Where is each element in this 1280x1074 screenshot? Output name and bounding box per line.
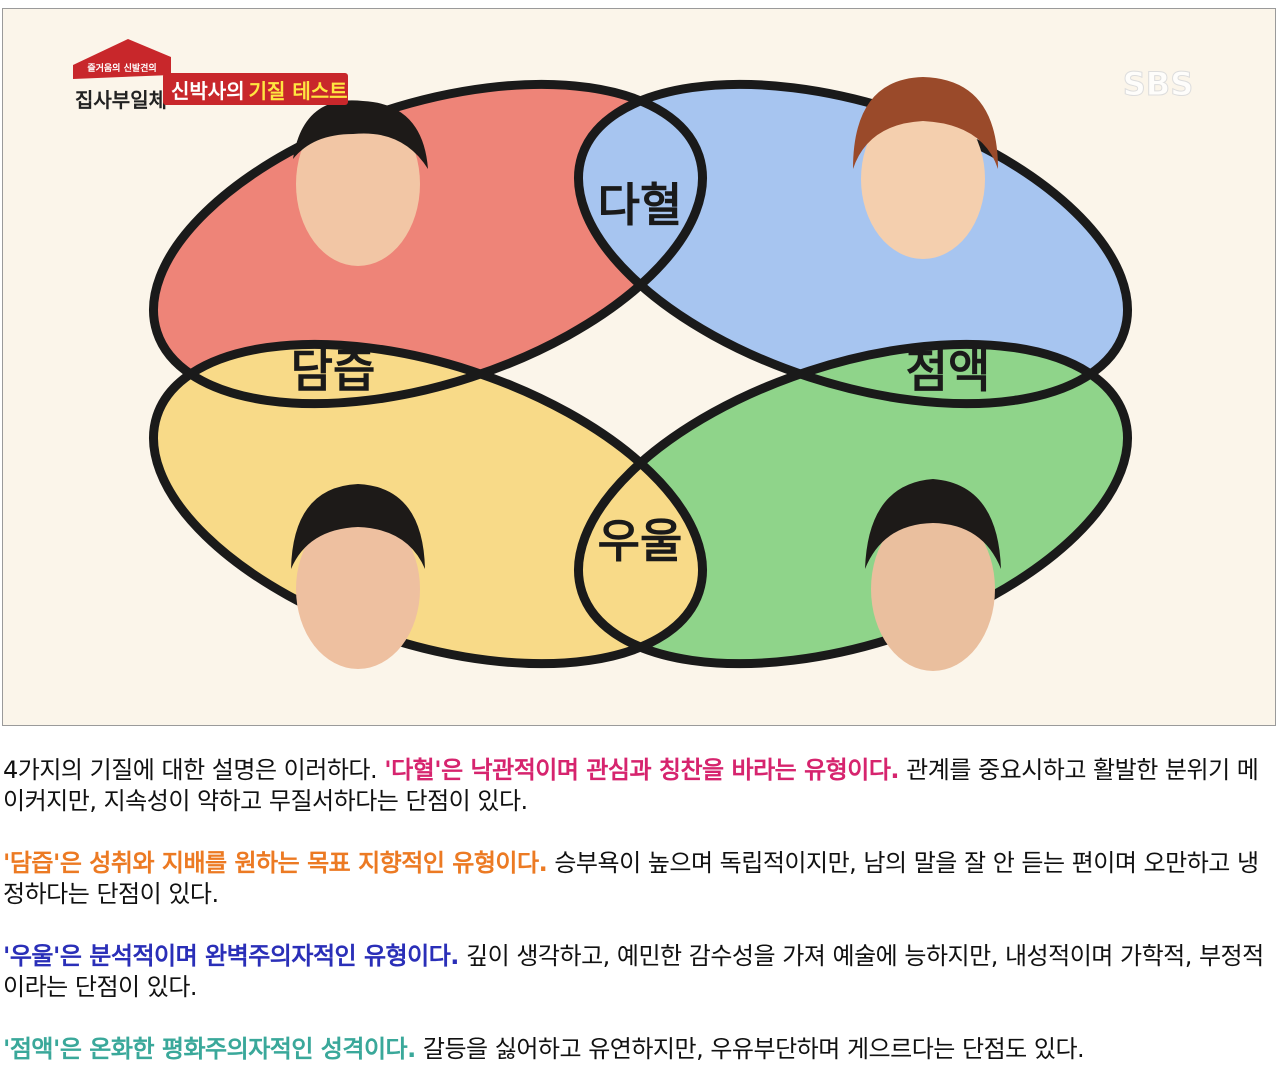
- yellow-region: [153, 344, 703, 664]
- face-top-left: [293, 100, 428, 266]
- show-logo-banner: 즐거움의 신발견의: [87, 62, 156, 74]
- sanguine-text: 관계를 중요시하고 활발한 분위기 메이커지만, 지속성이 약하고 무질서하다는…: [3, 756, 1259, 815]
- face-bottom-right: [865, 479, 1001, 671]
- choleric-text: 승부욕이 높으며 독립적이지만, 남의 말을 잘 안 듣는 편이며 오만하고 냉…: [3, 849, 1259, 908]
- paragraph-sanguine: 4가지의 기질에 대한 설명은 이러하다. '다혈'은 낙관적이며 관심과 칭찬…: [3, 755, 1273, 817]
- phlegmatic-text: 갈등을 싫어하고 유연하지만, 우유부단하며 게으르다는 단점도 있다.: [415, 1035, 1085, 1063]
- paragraph-phlegmatic: '점액'은 온화한 평화주의자적인 성격이다. 갈등을 싫어하고 유연하지만, …: [3, 1034, 1273, 1065]
- show-logo-arch: [73, 39, 171, 79]
- melancholic-text: 깊이 생각하고, 예민한 감수성을 가져 예술에 능하지만, 내성적이며 가학적…: [3, 942, 1264, 1001]
- melancholic-highlight: '우울'은 분석적이며 완벽주의자적인 유형이다.: [3, 942, 459, 970]
- sanguine-red-region: [153, 84, 703, 404]
- sbs-watermark: SBS: [1123, 65, 1193, 103]
- caption-banner: [163, 73, 348, 105]
- show-logo-text: 집사부일체: [75, 88, 167, 112]
- label-phlegmatic: 점액: [906, 344, 991, 398]
- caption-part1: 신박사의: [171, 79, 245, 103]
- sanguine-highlight: '다혈'은 낙관적이며 관심과 칭찬을 바라는 유형이다.: [384, 756, 900, 784]
- choleric-highlight: '담즙'은 성취와 지배를 원하는 목표 지향적인 유형이다.: [3, 849, 548, 877]
- paragraph-melancholic: '우울'은 분석적이며 완벽주의자적인 유형이다. 깊이 생각하고, 예민한 감…: [3, 941, 1273, 1003]
- show-logo: 즐거움의 신발견의 집사부일체: [73, 39, 171, 112]
- caption-part2: 기질 테스트: [249, 79, 348, 103]
- face-top-right: [853, 77, 998, 259]
- face-bottom-left: [291, 484, 425, 669]
- label-melancholic: 우울: [598, 514, 683, 568]
- blue-region: [578, 84, 1128, 404]
- intro-text: 4가지의 기질에 대한 설명은 이러하다.: [3, 756, 385, 784]
- phlegmatic-highlight: '점액'은 온화한 평화주의자적인 성격이다.: [3, 1035, 416, 1063]
- label-choleric: 담즙: [291, 344, 376, 398]
- label-sanguine: 다혈: [598, 178, 683, 232]
- paragraph-choleric: '담즙'은 성취와 지배를 원하는 목표 지향적인 유형이다. 승부욕이 높으며…: [3, 848, 1273, 910]
